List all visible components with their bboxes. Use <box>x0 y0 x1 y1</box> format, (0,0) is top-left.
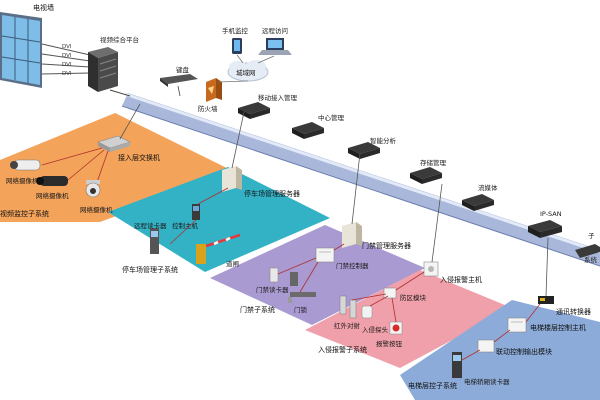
door-lock-label: 门锁 <box>294 305 308 314</box>
camera-label: 网络摄像机 <box>36 191 69 200</box>
zone-module-label: 防区模块 <box>400 293 427 302</box>
card-reader-icon <box>269 267 298 286</box>
bullet-camera-icon <box>36 176 68 186</box>
door-subsystem-panel <box>210 225 425 325</box>
cable-label: DVI <box>62 53 72 59</box>
alarm-detector-icon <box>361 305 373 319</box>
comm-converter-label: 通讯转换器 <box>556 307 591 316</box>
linkage-module-icon <box>477 339 495 353</box>
server-smart-analysis <box>348 142 380 159</box>
alarm-host-label: 入侵报警主机 <box>440 275 482 284</box>
alarm-subsystem-label: 入侵报警子系统 <box>318 345 367 354</box>
access-switch-icon <box>97 135 131 152</box>
ip-san-label: IP-SAN <box>540 210 562 218</box>
network-backbone <box>121 92 600 267</box>
video-wall <box>0 12 42 88</box>
firewall-label: 防火墙 <box>198 104 218 113</box>
video-platform-cabinet <box>88 47 118 92</box>
elevator-subsystem-panel <box>400 300 600 400</box>
elevator-controller-label: 电梯楼层控制主机 <box>530 323 586 332</box>
server-center-mgmt <box>292 122 324 139</box>
media-stream-label: 流媒体 <box>478 183 498 192</box>
video-subsystem-label: 视频监控子系统 <box>0 209 49 218</box>
camera-label: 网络摄像机 <box>6 176 39 185</box>
gate-label: 道闸 <box>226 259 239 268</box>
barrier-gate-icon <box>196 233 241 264</box>
video-platform-label: 视频综合平台 <box>100 35 139 44</box>
elevator-reader-label: 电梯轿厢读卡器 <box>464 377 510 386</box>
control-host-label: 控制主机 <box>172 221 199 230</box>
elevator-subsystem-label: 电梯层控子系统 <box>408 381 457 390</box>
wan-label: 城域网 <box>236 68 256 77</box>
laptop-icon <box>258 38 292 55</box>
alarm-subsystem-panel <box>305 270 512 368</box>
mobile-monitor-label: 手机监控 <box>222 26 249 35</box>
alarm-button-label: 报警按钮 <box>376 339 403 348</box>
door-reader-label: 门禁读卡器 <box>256 285 289 294</box>
server-media-stream <box>462 194 494 211</box>
zone-module-icon <box>383 287 397 299</box>
cable-label: DVI <box>62 44 72 50</box>
smart-analysis-label: 智能分析 <box>370 136 397 145</box>
door-server-label: 门禁管理服务器 <box>362 241 411 250</box>
firewall-icon <box>206 78 222 102</box>
access-switch-label: 接入层交换机 <box>118 153 160 162</box>
remote-access-label: 远程访问 <box>262 26 288 35</box>
server-storage-mgmt <box>410 167 442 184</box>
door-controller-label: 门禁控制器 <box>336 261 369 270</box>
cable-label: DVI <box>62 71 72 77</box>
alarm-host-icon <box>423 261 439 277</box>
wan-cloud-icon <box>227 60 269 82</box>
remote-reader-label: 远程读卡器 <box>134 221 167 230</box>
door-lock-icon <box>288 292 316 303</box>
alarm-button-icon <box>389 321 403 335</box>
parking-subsystem-label: 停车场管理子系统 <box>122 265 178 274</box>
keyboard-icon <box>160 74 198 87</box>
dome-camera-icon <box>85 180 101 198</box>
door-controller-icon <box>315 247 335 263</box>
door-subsystem-label: 门禁子系统 <box>240 305 275 314</box>
dvi-cables <box>41 43 91 75</box>
keyboard-label: 键盘 <box>176 65 190 74</box>
comm-converter-icon <box>538 296 554 304</box>
alarm-detector-label: 入侵探头 <box>362 325 389 334</box>
door-server-icon <box>342 222 362 248</box>
ir-beam-label: 红外对射 <box>334 321 361 330</box>
sub-system-label: 系统 <box>584 255 598 264</box>
cable-label: DVI <box>62 62 72 68</box>
parking-server-label: 停车场管理服务器 <box>244 189 300 198</box>
elevator-controller-icon <box>507 317 527 333</box>
camera-label: 网络摄像机 <box>80 205 113 214</box>
remote-reader-icon <box>150 228 159 254</box>
center-mgmt-label: 中心管理 <box>318 113 345 122</box>
server-edge <box>575 244 600 258</box>
bullet-camera-icon <box>10 159 41 171</box>
sub-label: 子 <box>588 232 595 240</box>
parking-server-icon <box>222 166 242 192</box>
linkage-module-label: 联动控制输出模块 <box>496 347 552 356</box>
video-subsystem-panel <box>0 113 235 222</box>
control-host-icon <box>192 204 200 220</box>
mobile-phone-icon <box>232 38 242 54</box>
server-ip-san <box>528 220 562 238</box>
elevator-reader-icon <box>452 352 462 378</box>
mobile-access-label: 移动接入管理 <box>258 93 298 102</box>
storage-mgmt-label: 存储管理 <box>420 158 447 167</box>
parking-subsystem-panel <box>108 167 330 272</box>
video-wall-label: 电视墙 <box>33 3 54 12</box>
